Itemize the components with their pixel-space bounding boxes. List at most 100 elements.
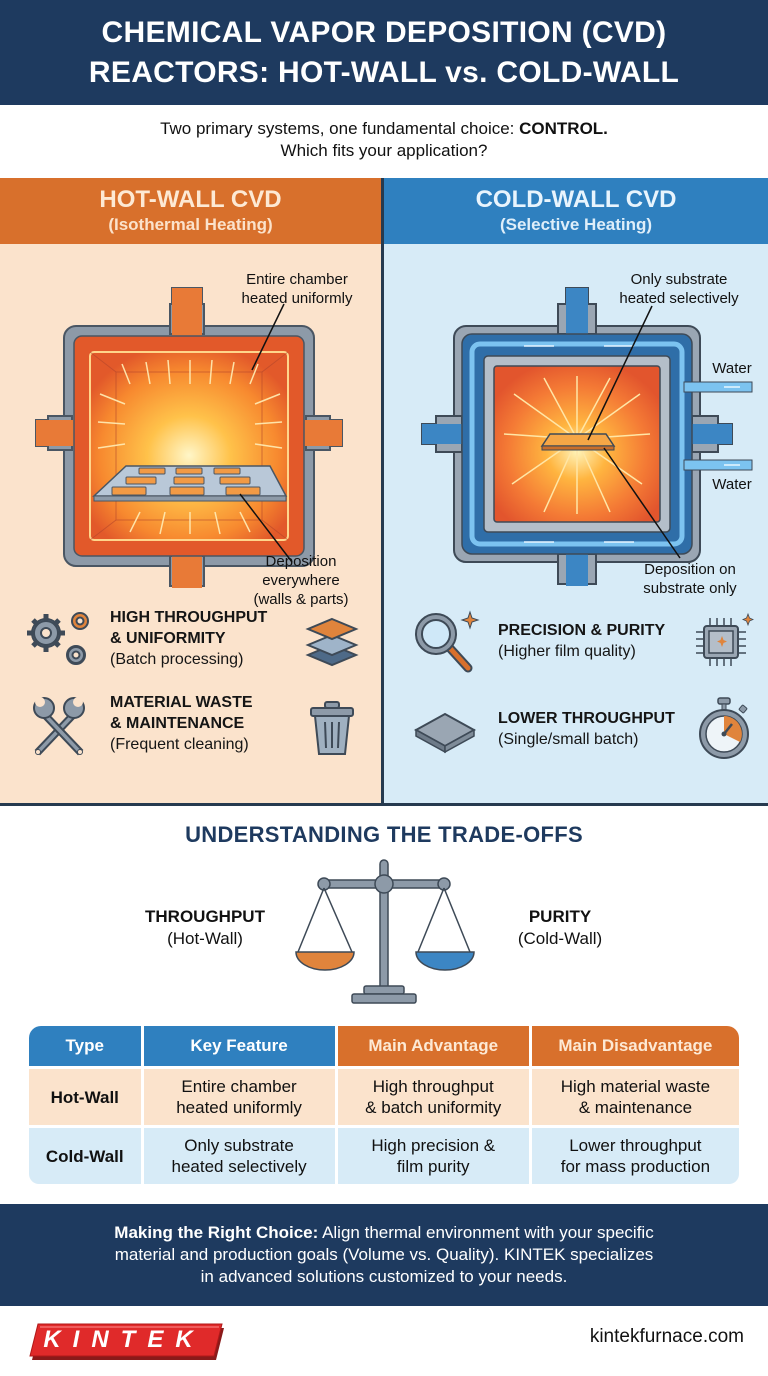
balance-scale-icon xyxy=(295,859,475,1004)
cold-wall-title: COLD-WALL CVD xyxy=(475,186,677,213)
purity-label-sub: (Cold-Wall) xyxy=(517,929,603,948)
conclusion-line-2: material and production goals (Volume vs… xyxy=(114,1245,654,1264)
cold-wall-diagram: Only substrate heated selectively Water … xyxy=(384,244,768,614)
column-header-main-disadvantage: Main Disadvantage xyxy=(531,1026,739,1066)
hot-wall-header: HOT-WALL CVD (Isothermal Heating) xyxy=(0,178,381,244)
cell-line: heated uniformly xyxy=(176,1098,302,1117)
annotation-line: everywhere xyxy=(262,572,340,589)
intro-prefix: Two primary systems, one fundamental cho… xyxy=(160,119,520,138)
cold-wall-reactor-icon xyxy=(421,287,753,586)
conclusion-line-1: Making the Right Choice: Align thermal e… xyxy=(114,1222,653,1244)
annotation-line: heated selectively xyxy=(619,290,739,307)
water-outlet-label: Water xyxy=(712,476,752,493)
kintek-logo-icon xyxy=(29,1323,224,1360)
cell-line: heated selectively xyxy=(171,1157,307,1176)
feature-text: LOWER THROUGHPUT (Single/small batch) xyxy=(498,708,675,750)
cell-feature: Only substrate heated selectively xyxy=(143,1128,335,1184)
cell-line: High throughput xyxy=(372,1077,494,1096)
chip-icon xyxy=(696,612,754,666)
hot-wall-feature-waste: MATERIAL WASTE & MAINTENANCE (Frequent c… xyxy=(0,688,384,768)
feature-text: PRECISION & PURITY (Higher film quality) xyxy=(498,620,665,662)
water-inlet-label: Water xyxy=(712,360,752,377)
cell-line: film purity xyxy=(396,1157,470,1176)
cold-wall-bottom-annotation: Deposition on substrate only xyxy=(620,560,760,598)
annotation-line: heated uniformly xyxy=(241,290,353,307)
intro-line-2: Which fits your application? xyxy=(280,141,488,160)
cold-wall-panel: COLD-WALL CVD (Selective Heating) xyxy=(384,178,768,806)
column-header-key-feature: Key Feature xyxy=(143,1026,335,1066)
hot-wall-title: HOT-WALL CVD xyxy=(99,186,282,213)
comparison-table: Type Key Feature Main Advantage Main Dis… xyxy=(26,1023,742,1187)
conclusion-lead: Making the Right Choice: xyxy=(114,1223,319,1242)
feature-title: & UNIFORMITY xyxy=(110,630,226,647)
cell-type: Cold-Wall xyxy=(29,1128,141,1184)
column-header-type: Type xyxy=(29,1026,141,1066)
table-row: Cold-Wall Only substrate heated selective… xyxy=(29,1128,739,1184)
throughput-label: THROUGHPUT (Hot-Wall) xyxy=(120,906,290,950)
hot-wall-diagram: Entire chamber heated uniformly Depositi… xyxy=(0,244,381,614)
stopwatch-icon xyxy=(699,697,749,759)
feature-title: HIGH THROUGHPUT xyxy=(110,609,268,626)
wrenches-icon xyxy=(33,697,85,756)
page-title-line-1: CHEMICAL VAPOR DEPOSITION (CVD) xyxy=(101,15,667,49)
table-header-row: Type Key Feature Main Advantage Main Dis… xyxy=(29,1026,739,1066)
intro-line-1: Two primary systems, one fundamental cho… xyxy=(160,118,608,140)
tradeoffs-title: UNDERSTANDING THE TRADE-OFFS xyxy=(185,822,583,847)
cold-wall-subtitle: (Selective Heating) xyxy=(499,215,653,234)
cold-wall-top-annotation: Only substrate heated selectively xyxy=(598,270,760,308)
column-header-main-advantage: Main Advantage xyxy=(337,1026,529,1066)
purity-label-title: PURITY xyxy=(528,907,592,926)
cell-feature: Entire chamber heated uniformly xyxy=(143,1069,335,1125)
magnifier-icon xyxy=(415,610,480,673)
wafer-icon xyxy=(413,712,477,754)
cell-line: Entire chamber xyxy=(181,1077,297,1096)
feature-title: PRECISION & PURITY xyxy=(498,622,666,639)
feature-detail: (Batch processing) xyxy=(110,651,244,668)
website-link[interactable]: kintekfurnace.com xyxy=(589,1326,744,1347)
annotation-line: substrate only xyxy=(643,580,737,597)
cell-type: Hot-Wall xyxy=(29,1069,141,1125)
trash-icon xyxy=(310,701,354,755)
cell-line: Only substrate xyxy=(184,1136,294,1155)
cell-line: High precision & xyxy=(371,1136,496,1155)
cell-advantage: High throughput & batch uniformity xyxy=(337,1069,529,1125)
hot-wall-feature-throughput: HIGH THROUGHPUT & UNIFORMITY (Batch proc… xyxy=(0,603,384,673)
purity-label: PURITY (Cold-Wall) xyxy=(480,906,640,950)
gears-icon xyxy=(27,612,89,665)
conclusion-text: Align thermal environment with your spec… xyxy=(318,1223,654,1242)
layers-icon xyxy=(305,617,359,667)
cell-line: & maintenance xyxy=(578,1098,693,1117)
feature-detail: (Frequent cleaning) xyxy=(110,736,249,753)
throughput-label-title: THROUGHPUT xyxy=(145,907,265,926)
hot-wall-bottom-annotation: Deposition everywhere (walls & parts) xyxy=(226,552,376,609)
cell-advantage: High precision & film purity xyxy=(337,1128,529,1184)
cell-disadvantage: High material waste & maintenance xyxy=(531,1069,739,1125)
cell-line: & batch uniformity xyxy=(365,1098,502,1117)
feature-title: & MAINTENANCE xyxy=(110,715,245,732)
hot-wall-panel: HOT-WALL CVD (Isothermal Heating) xyxy=(0,178,384,806)
hot-wall-top-annotation: Entire chamber heated uniformly xyxy=(222,270,372,308)
annotation-line: Deposition on xyxy=(644,561,736,578)
cell-line: for mass production xyxy=(560,1157,711,1176)
kintek-logo[interactable]: KINTEK xyxy=(26,1320,226,1362)
throughput-label-sub: (Hot-Wall) xyxy=(167,929,243,948)
kintek-logo-text: KINTEK xyxy=(43,1326,205,1353)
annotation-line: (walls & parts) xyxy=(253,591,349,608)
cell-line: High material waste xyxy=(560,1077,711,1096)
annotation-line: Only substrate xyxy=(630,271,728,288)
page-title-line-2: REACTORS: HOT-WALL vs. COLD-WALL xyxy=(88,55,680,89)
cold-wall-feature-throughput: LOWER THROUGHPUT (Single/small batch) xyxy=(384,696,768,776)
conclusion-line-3: in advanced solutions customized to your… xyxy=(200,1267,568,1286)
intro-emphasis: CONTROL. xyxy=(519,119,608,138)
cold-wall-feature-precision: PRECISION & PURITY (Higher film quality) xyxy=(384,608,768,678)
feature-text: MATERIAL WASTE & MAINTENANCE (Frequent c… xyxy=(110,692,253,755)
hot-wall-reactor-icon xyxy=(35,287,343,588)
feature-detail: (Higher film quality) xyxy=(498,643,636,660)
feature-title: MATERIAL WASTE xyxy=(110,694,253,711)
feature-detail: (Single/small batch) xyxy=(498,731,639,748)
feature-text: HIGH THROUGHPUT & UNIFORMITY (Batch proc… xyxy=(110,607,267,670)
conclusion-band: Making the Right Choice: Align thermal e… xyxy=(0,1204,768,1306)
page-header: CHEMICAL VAPOR DEPOSITION (CVD) REACTORS… xyxy=(0,0,768,105)
